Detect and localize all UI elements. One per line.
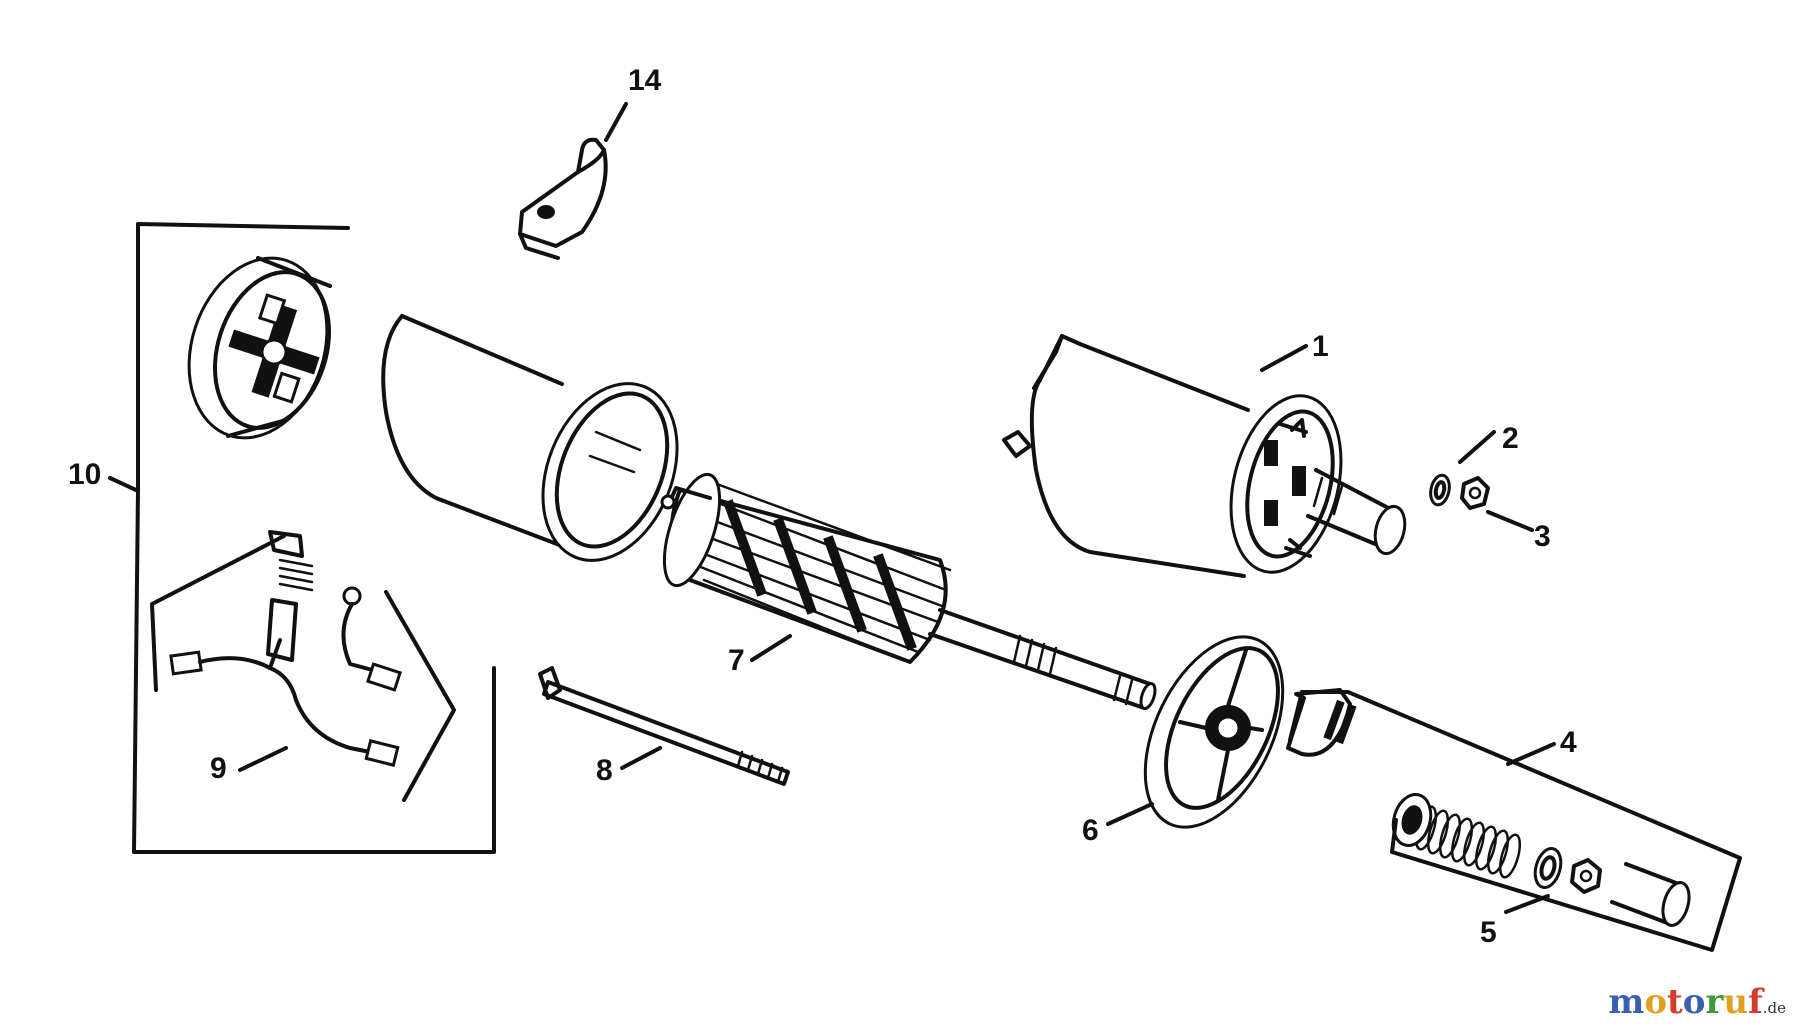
watermark-letter: t bbox=[1667, 982, 1683, 1022]
watermark-suffix: .de bbox=[1762, 999, 1786, 1017]
callout-3: 3 bbox=[1534, 520, 1551, 553]
motor-housing bbox=[381, 314, 679, 562]
callout-7: 7 bbox=[728, 644, 745, 677]
callout-14: 14 bbox=[628, 64, 662, 97]
motoruf-watermark-logo: motoruf.de bbox=[1608, 982, 1786, 1022]
callout-2: 2 bbox=[1502, 422, 1519, 455]
callout-1: 1 bbox=[1312, 330, 1329, 363]
group-bracket-part-9 bbox=[150, 534, 456, 802]
armature-part-7 bbox=[660, 472, 1157, 711]
clip-part-14 bbox=[518, 137, 608, 260]
callout-4: 4 bbox=[1560, 726, 1577, 759]
watermark-letter: f bbox=[1748, 982, 1763, 1022]
starter-assembly-part-1 bbox=[1002, 334, 1407, 578]
callout-labels: 14 1 2 3 4 5 6 7 8 9 10 bbox=[68, 64, 1577, 949]
callout-10: 10 bbox=[68, 458, 101, 491]
watermark-letter: o bbox=[1644, 982, 1668, 1022]
through-bolt-part-8 bbox=[538, 666, 790, 786]
callout-5: 5 bbox=[1480, 916, 1497, 949]
lock-washer-part-2 bbox=[1429, 473, 1451, 507]
group-bracket-part-4 bbox=[1288, 690, 1742, 952]
leader-lines bbox=[108, 102, 1556, 914]
end-cap-part-10 bbox=[187, 256, 332, 440]
watermark-letters: motoruf bbox=[1608, 982, 1762, 1022]
callout-8: 8 bbox=[596, 754, 613, 787]
watermark-letter: r bbox=[1705, 982, 1724, 1022]
callout-9: 9 bbox=[210, 752, 227, 785]
watermark-letter: o bbox=[1682, 982, 1706, 1022]
brush-set-part-9 bbox=[169, 530, 402, 767]
watermark-letter: m bbox=[1608, 982, 1645, 1022]
drive-end-plate-part-6 bbox=[1143, 635, 1285, 829]
callout-6: 6 bbox=[1082, 814, 1099, 847]
hex-nut-part-3 bbox=[1460, 476, 1490, 510]
drive-kit-part-4 bbox=[1286, 688, 1691, 927]
watermark-letter: u bbox=[1723, 982, 1749, 1022]
group-bracket-part-10 bbox=[132, 222, 496, 854]
